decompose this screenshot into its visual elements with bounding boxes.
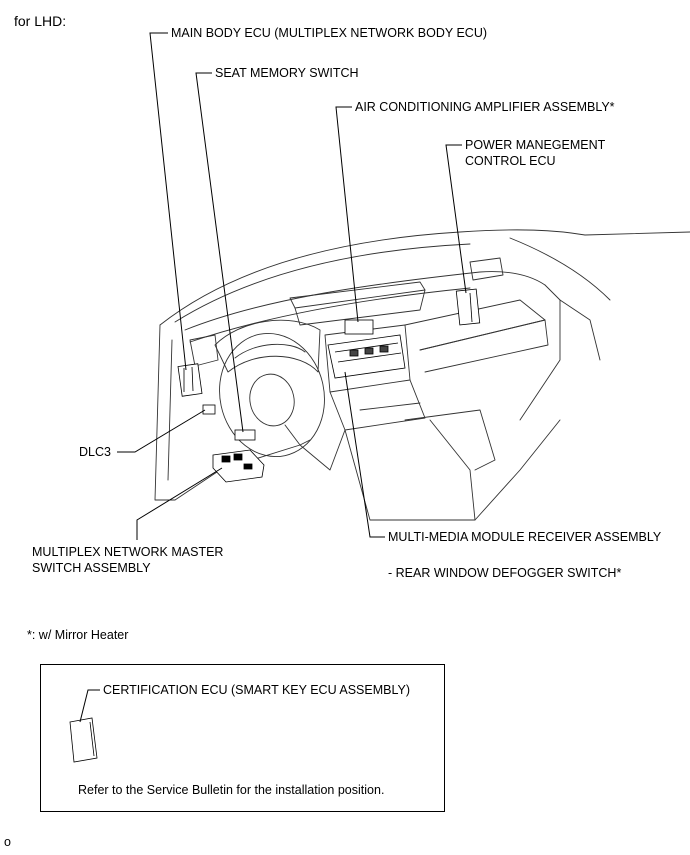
label-air-conditioning-amplifier: AIR CONDITIONING AMPLIFIER ASSEMBLY* bbox=[355, 100, 615, 114]
seat-memory-switch-part bbox=[234, 429, 256, 441]
label-power-management-line1: POWER MANEGEMENT bbox=[465, 138, 606, 152]
console-top bbox=[359, 402, 421, 411]
roof-line bbox=[584, 231, 690, 236]
leader-main-body-ecu bbox=[149, 32, 187, 371]
multi-media-receiver-part bbox=[327, 334, 406, 379]
label-multiplex-master-line1: MULTIPLEX NETWORK MASTER bbox=[32, 545, 224, 559]
display-hood bbox=[289, 281, 426, 309]
leader-power-mgmt bbox=[445, 144, 467, 294]
right-door bbox=[519, 284, 561, 421]
label-certification-ecu: CERTIFICATION ECU (SMART KEY ECU ASSEMBL… bbox=[103, 683, 411, 697]
dash-top bbox=[184, 271, 546, 331]
leader-seat-memory bbox=[195, 72, 244, 433]
armrest bbox=[404, 409, 496, 471]
a-pillar-right bbox=[509, 237, 611, 301]
leader-certification bbox=[79, 689, 100, 723]
left-door bbox=[154, 324, 176, 501]
certification-ecu-box bbox=[40, 664, 445, 812]
leader-dlc3 bbox=[117, 409, 206, 453]
steering-column bbox=[284, 424, 311, 446]
cluster-hood bbox=[214, 319, 321, 373]
knee-panel bbox=[299, 429, 346, 471]
floor-right bbox=[474, 419, 561, 521]
power-management-ecu-part bbox=[455, 288, 481, 326]
label-dlc3: DLC3 bbox=[79, 445, 111, 459]
left-vent bbox=[189, 334, 219, 367]
windshield-outline bbox=[159, 229, 586, 326]
cluster-inner bbox=[234, 343, 306, 359]
label-rear-window-defogger: - REAR WINDOW DEFOGGER SWITCH* bbox=[388, 566, 622, 580]
ac-amplifier-part bbox=[344, 319, 374, 335]
steering-wheel bbox=[219, 332, 325, 458]
display-hood-back bbox=[294, 289, 426, 326]
variant-label: for LHD: bbox=[14, 13, 67, 29]
right-door-2 bbox=[559, 299, 601, 361]
leader-multi-media bbox=[344, 371, 385, 538]
certification-ecu-part bbox=[69, 717, 98, 763]
glovebox bbox=[419, 319, 549, 373]
label-multiplex-master-line2: SWITCH ASSEMBLY bbox=[32, 561, 151, 575]
label-multi-media-receiver: MULTI-MEDIA MODULE RECEIVER ASSEMBLY bbox=[388, 530, 662, 544]
dash-top-2 bbox=[189, 287, 471, 343]
steering-hub bbox=[249, 373, 295, 427]
leader-ac-amplifier bbox=[335, 106, 359, 323]
figure-code: o bbox=[4, 835, 11, 849]
main-body-ecu-part bbox=[177, 363, 203, 397]
left-door-2 bbox=[167, 339, 173, 481]
console-tunnel bbox=[344, 419, 476, 521]
right-vent bbox=[469, 257, 504, 281]
leader-master-switch bbox=[136, 467, 223, 540]
footnote: *: w/ Mirror Heater bbox=[27, 628, 129, 642]
windshield-inner bbox=[174, 243, 471, 323]
label-power-management-line2: CONTROL ECU bbox=[465, 154, 556, 168]
console-lower bbox=[329, 379, 426, 431]
dlc3-part bbox=[202, 404, 216, 415]
label-seat-memory-switch: SEAT MEMORY SWITCH bbox=[215, 66, 359, 80]
label-main-body-ecu: MAIN BODY ECU (MULTIPLEX NETWORK BODY EC… bbox=[171, 26, 488, 40]
certification-note: Refer to the Service Bulletin for the in… bbox=[78, 783, 385, 797]
